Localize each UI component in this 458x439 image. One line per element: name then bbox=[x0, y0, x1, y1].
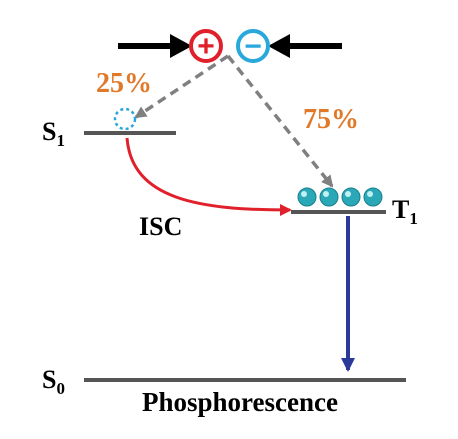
s1-label: S1 bbox=[42, 117, 65, 150]
isc-arrow bbox=[125, 137, 292, 216]
dashed-arrow-to-t1 bbox=[226, 54, 334, 188]
t1-exciton-group bbox=[297, 187, 383, 207]
percent-triplet-label: 75% bbox=[303, 104, 359, 135]
triplet-exciton-icon bbox=[297, 187, 317, 207]
phosphorescence-label: Phosphorescence bbox=[142, 387, 338, 417]
isc-label: ISC bbox=[139, 212, 182, 241]
electron-injection-arrow bbox=[268, 34, 342, 58]
triplet-exciton-highlight bbox=[345, 191, 351, 197]
triplet-exciton-icon bbox=[341, 187, 361, 207]
positive-charge-symbol: + bbox=[197, 30, 215, 63]
triplet-exciton-highlight bbox=[367, 191, 373, 197]
hole-injection-arrow bbox=[118, 34, 192, 58]
s1-exciton-dotted-icon bbox=[113, 107, 137, 131]
dashed-arrow-to-s1 bbox=[134, 54, 229, 119]
positive-charge-icon: + bbox=[189, 29, 223, 63]
negative-charge-symbol: − bbox=[244, 30, 262, 63]
triplet-exciton-highlight bbox=[323, 191, 329, 197]
triplet-exciton-icon bbox=[319, 187, 339, 207]
percent-singlet-label: 25% bbox=[96, 68, 152, 99]
s0-label: S0 bbox=[42, 365, 65, 398]
t1-label: T1 bbox=[392, 195, 418, 228]
triplet-exciton-highlight bbox=[301, 191, 307, 197]
negative-charge-icon: − bbox=[236, 29, 270, 63]
triplet-exciton-icon bbox=[363, 187, 383, 207]
